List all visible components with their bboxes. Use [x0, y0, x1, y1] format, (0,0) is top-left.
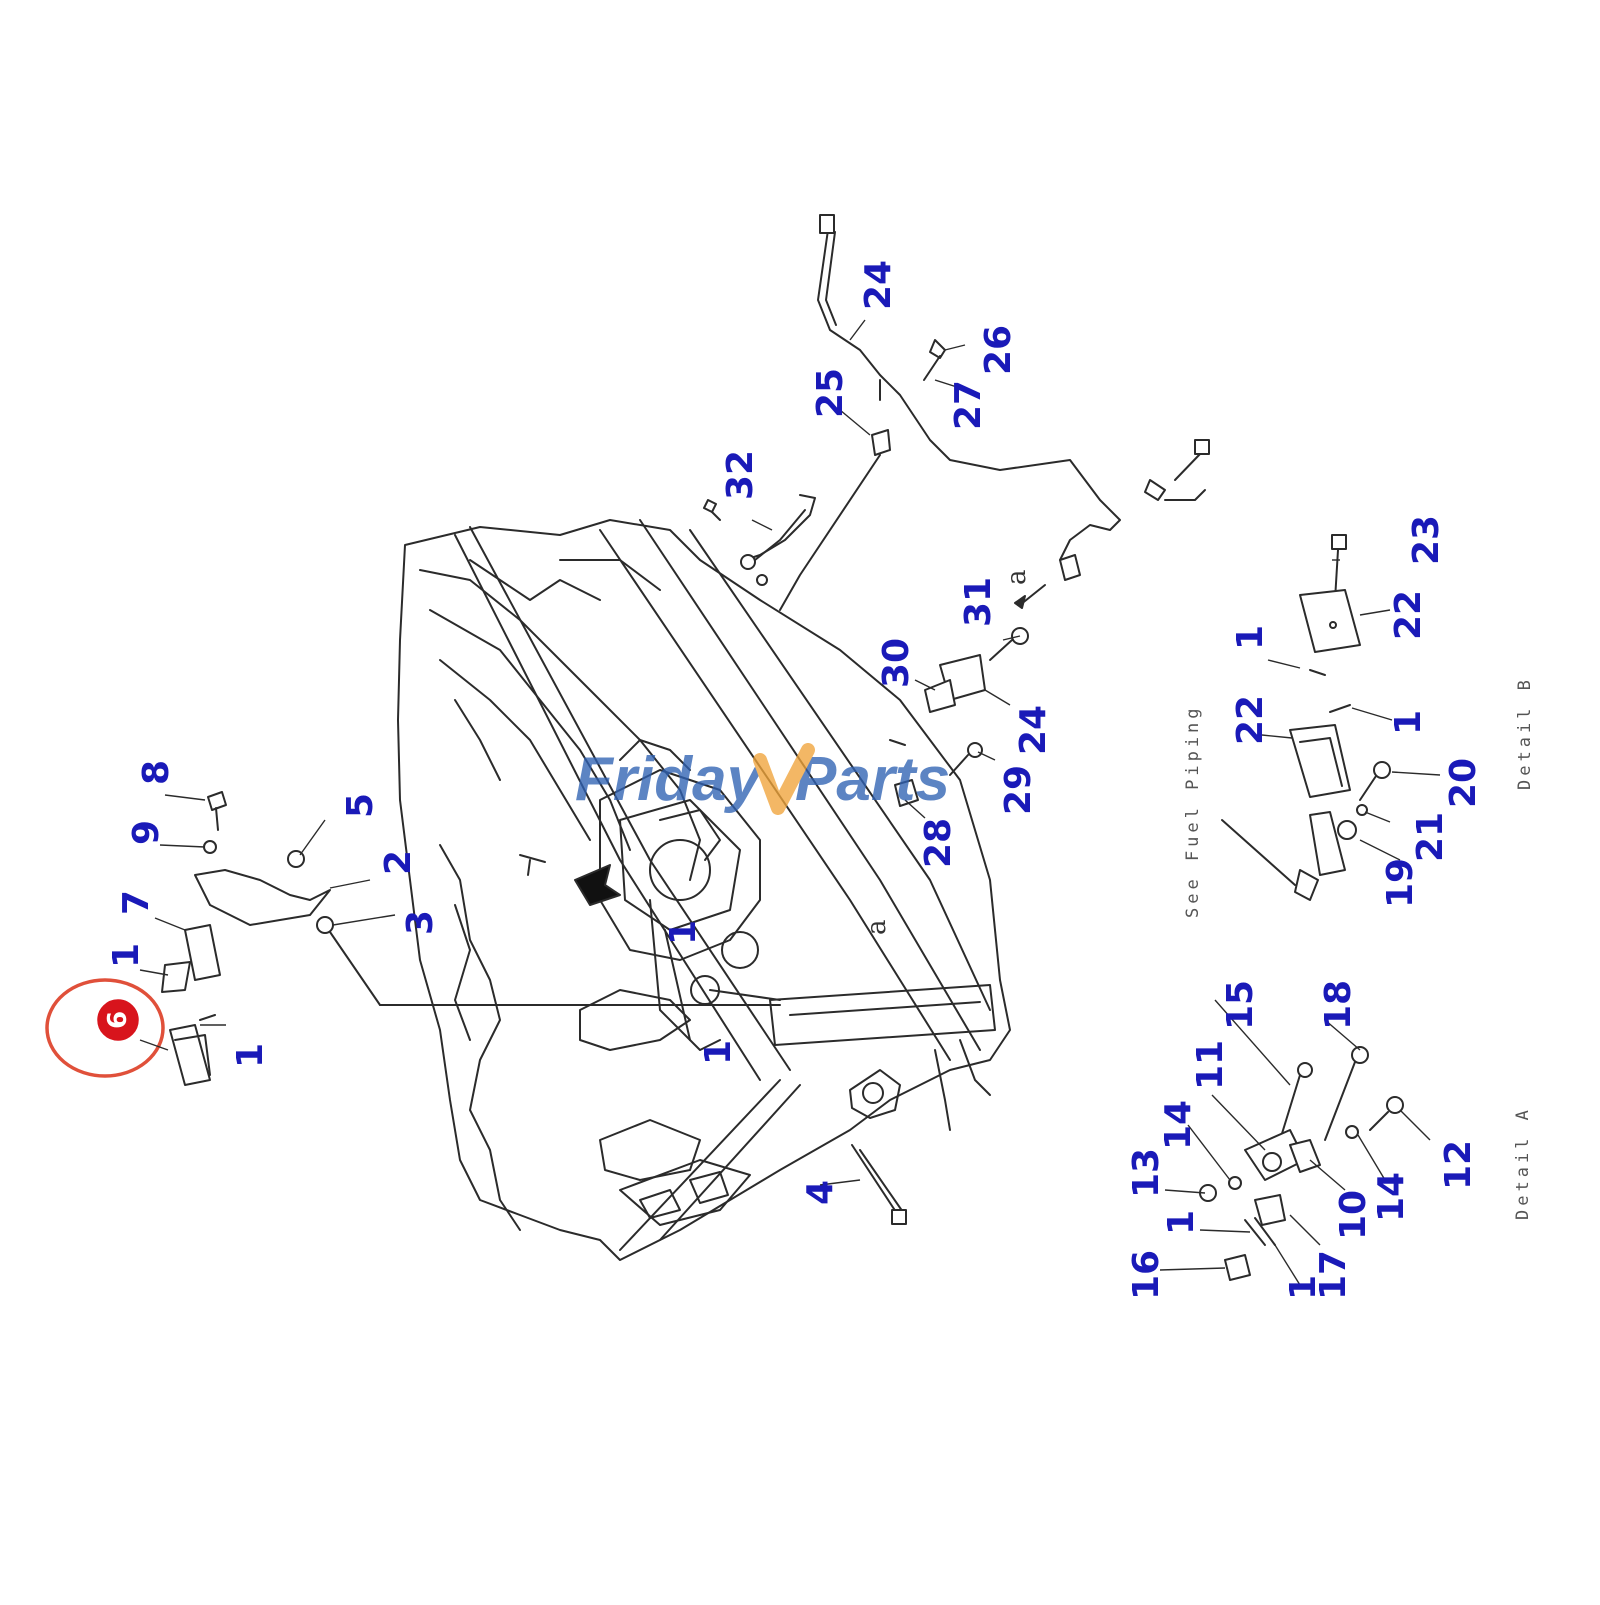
- callout-labels: 24 26 27 25 32 31 30 24 29 28 1 1 4 8 9 …: [106, 260, 1484, 1300]
- part-shapes: [161, 214, 1404, 1281]
- callout-24-top[interactable]: 24: [858, 260, 899, 310]
- callout-6-leader: [139, 1039, 169, 1051]
- callout-6[interactable]: 6: [103, 1011, 133, 1029]
- callout-2[interactable]: 2: [378, 850, 419, 875]
- callout-3[interactable]: 3: [400, 910, 441, 935]
- watermark-logo: Friday Parts: [575, 743, 950, 815]
- watermark-friday: Friday: [575, 745, 765, 814]
- callout-17[interactable]: 17: [1313, 1250, 1354, 1300]
- callout-7[interactable]: 7: [116, 890, 157, 915]
- watermark-check-mark: [753, 743, 815, 815]
- callout-1-left-top[interactable]: 1: [106, 943, 147, 968]
- callout-22-right[interactable]: 22: [1388, 590, 1429, 640]
- caption-see-fuel-piping: See Fuel Piping: [1183, 704, 1203, 918]
- callout-29[interactable]: 29: [998, 765, 1039, 815]
- highlight-part-6[interactable]: 6: [45, 978, 169, 1078]
- callout-22-left[interactable]: 22: [1230, 695, 1271, 745]
- callout-23[interactable]: 23: [1406, 515, 1447, 565]
- callout-13[interactable]: 13: [1126, 1148, 1167, 1198]
- callout-1-detail-b-top[interactable]: 1: [1230, 625, 1271, 650]
- callout-1-left-bottom[interactable]: 1: [230, 1043, 271, 1068]
- callout-1-lower[interactable]: 1: [698, 1040, 739, 1065]
- callout-21[interactable]: 21: [1410, 812, 1451, 862]
- callout-20[interactable]: 20: [1443, 758, 1484, 808]
- callout-12[interactable]: 12: [1438, 1140, 1479, 1190]
- highlight-ring: [45, 978, 165, 1078]
- callout-27[interactable]: 27: [948, 380, 989, 430]
- callout-32[interactable]: 32: [720, 450, 761, 500]
- callout-25[interactable]: 25: [810, 368, 851, 418]
- callout-18[interactable]: 18: [1318, 980, 1359, 1030]
- callout-30[interactable]: 30: [876, 638, 917, 688]
- callout-24-mid[interactable]: 24: [1013, 705, 1054, 755]
- callout-1-detail-a-bottom[interactable]: 1: [1283, 1275, 1324, 1300]
- caption-detail-a: Detail A: [1513, 1106, 1533, 1220]
- callout-31[interactable]: 31: [958, 577, 999, 627]
- callout-9[interactable]: 9: [126, 820, 167, 845]
- watermark-parts: Parts: [795, 745, 950, 814]
- engine-line-art: [397, 519, 1011, 1261]
- callout-16[interactable]: 16: [1126, 1250, 1167, 1300]
- letter-a-upper: a: [1002, 569, 1032, 585]
- callout-1-detail-a-top[interactable]: 1: [1161, 1210, 1202, 1235]
- letter-a-lower: a: [862, 919, 892, 935]
- callout-1-pump[interactable]: 1: [663, 920, 704, 945]
- callout-11[interactable]: 11: [1190, 1040, 1231, 1090]
- callout-14-right[interactable]: 14: [1371, 1172, 1412, 1222]
- callout-1-detail-b-mid[interactable]: 1: [1388, 710, 1429, 735]
- leader-lines: [139, 319, 1441, 1286]
- callout-10[interactable]: 10: [1333, 1190, 1374, 1240]
- callout-4[interactable]: 4: [800, 1180, 841, 1205]
- callout-26[interactable]: 26: [978, 325, 1019, 375]
- callout-28[interactable]: 28: [918, 818, 959, 868]
- callout-5[interactable]: 5: [340, 793, 381, 818]
- highlight-badge: [94, 996, 142, 1044]
- callout-15[interactable]: 15: [1220, 980, 1261, 1030]
- callout-19[interactable]: 19: [1380, 858, 1421, 908]
- callout-14-left[interactable]: 14: [1158, 1100, 1199, 1150]
- callout-8[interactable]: 8: [136, 760, 177, 785]
- caption-detail-b: Detail B: [1515, 676, 1535, 790]
